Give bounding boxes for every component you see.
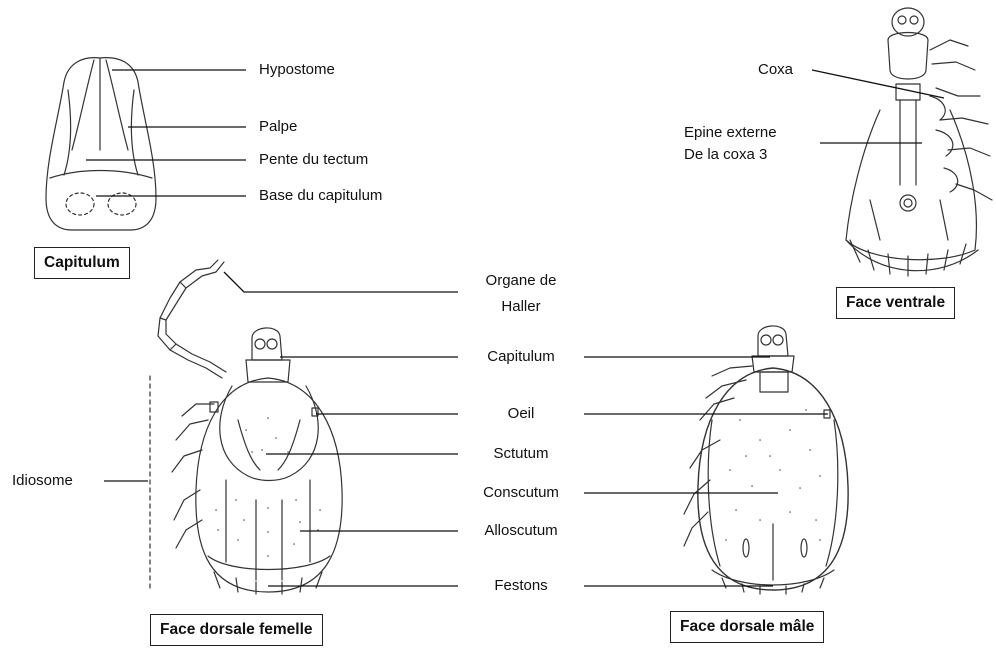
- title-box-face-dorsale-femelle: Face dorsale femelle: [150, 614, 323, 646]
- title-box-face-dorsale-male: Face dorsale mâle: [670, 611, 824, 643]
- label-base-du-capitulum: Base du capitulum: [259, 187, 382, 205]
- title-box-capitulum: Capitulum: [34, 247, 130, 279]
- label-palpe: Palpe: [259, 118, 297, 136]
- label-organe-de: Organe de: [460, 272, 582, 290]
- female-dorsal-illustration: [158, 260, 342, 594]
- label-oeil: Oeil: [460, 405, 582, 423]
- label-conscutum: Conscutum: [460, 484, 582, 502]
- ventral-view-illustration: [846, 8, 992, 276]
- label-hypostome: Hypostome: [259, 61, 335, 79]
- label-sctutum: Sctutum: [460, 445, 582, 463]
- label-festons: Festons: [460, 577, 582, 595]
- label-epine-externe: Epine externe: [684, 124, 777, 142]
- label-coxa: Coxa: [758, 61, 793, 79]
- label-pente-du-tectum: Pente du tectum: [259, 151, 368, 169]
- label-idiosome: Idiosome: [12, 472, 73, 490]
- label-capitulum: Capitulum: [460, 348, 582, 366]
- male-dorsal-illustration: [684, 326, 848, 594]
- capitulum-illustration: [46, 58, 156, 230]
- label-haller: Haller: [460, 298, 582, 316]
- label-de-la-coxa-3: De la coxa 3: [684, 146, 767, 164]
- title-box-face-ventrale: Face ventrale: [836, 287, 955, 319]
- label-alloscutum: Alloscutum: [460, 522, 582, 540]
